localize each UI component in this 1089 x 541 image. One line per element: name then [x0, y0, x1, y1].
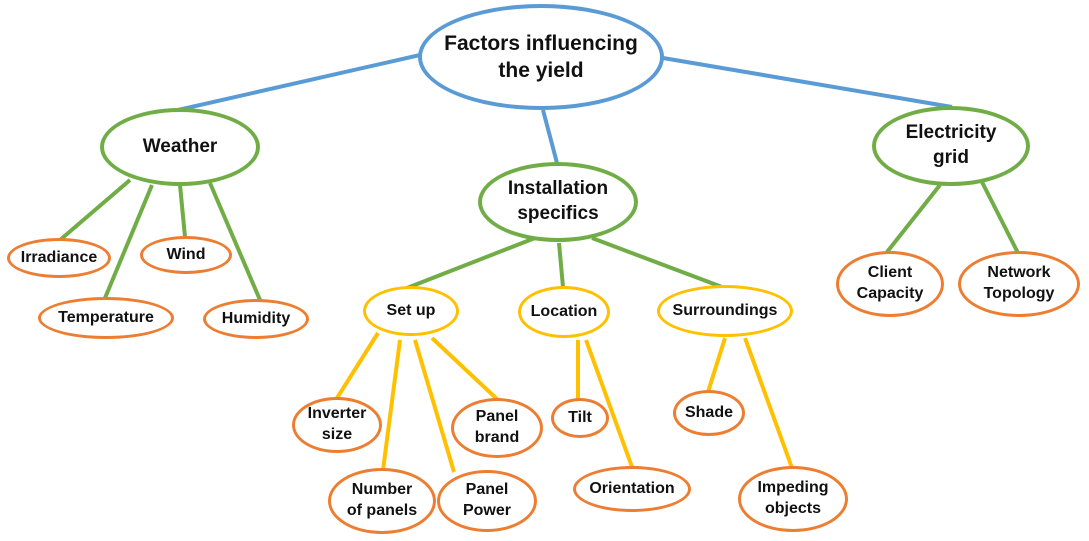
orientation-label: Orientation — [589, 479, 675, 497]
impeding-objects-node: Impeding objects — [738, 466, 848, 532]
edge-installation-surroundings — [591, 236, 723, 289]
edge-grid-network — [980, 181, 1020, 254]
edge-surroundings-shade — [706, 337, 727, 393]
location-label: Location — [530, 302, 598, 320]
edge-root-weather — [177, 53, 421, 112]
number-of-panels-node: Number of panels — [328, 468, 436, 534]
inverter-size-label: Inverter size — [307, 405, 367, 443]
humidity-node: Humidity — [203, 299, 309, 339]
edge-setup-brand — [430, 336, 500, 402]
edge-grid-client — [885, 183, 942, 254]
electricity-grid-node: Electricity grid — [872, 106, 1030, 186]
surroundings-node: Surroundings — [657, 285, 793, 337]
root-label: Factors influencing the yield — [444, 31, 638, 82]
wind-node: Wind — [140, 236, 232, 274]
network-topology-label: Network Topology — [983, 264, 1055, 302]
edge-weather-irradiance — [58, 178, 132, 242]
installation-label: Installation specifics — [507, 178, 609, 224]
impeding-objects-label: Impeding objects — [757, 479, 829, 517]
client-capacity-label: Client Capacity — [856, 264, 924, 302]
edge-surroundings-impeding — [743, 337, 794, 469]
temperature-label: Temperature — [58, 308, 154, 326]
edge-setup-power — [413, 339, 456, 473]
number-of-panels-label: Number of panels — [346, 481, 418, 519]
weather-label: Weather — [142, 135, 218, 157]
root-node: Factors influencing the yield — [418, 4, 664, 110]
edge-root-grid — [662, 56, 953, 109]
location-node: Location — [518, 286, 610, 338]
surroundings-label: Surroundings — [672, 301, 778, 319]
client-capacity-node: Client Capacity — [836, 251, 944, 317]
edge-installation-setup — [406, 236, 536, 290]
edge-location-orientation — [584, 339, 634, 468]
edge-weather-humidity — [208, 182, 262, 301]
edge-weather-temperature — [103, 184, 154, 299]
shade-label: Shade — [684, 403, 733, 421]
inverter-size-node: Inverter size — [292, 397, 382, 453]
irradiance-node: Irradiance — [7, 238, 111, 278]
shade-node: Shade — [673, 390, 745, 436]
edge-root-installation — [541, 109, 559, 164]
edge-installation-location — [557, 242, 565, 288]
wind-label: Wind — [166, 245, 206, 263]
edge-weather-wind — [178, 184, 187, 238]
tilt-label: Tilt — [568, 408, 592, 426]
panel-brand-node: Panel brand — [451, 398, 543, 458]
edge-setup-inverter — [335, 331, 380, 400]
temperature-node: Temperature — [38, 297, 174, 339]
network-topology-node: Network Topology — [958, 251, 1080, 317]
irradiance-label: Irradiance — [20, 248, 98, 266]
setup-node: Set up — [363, 286, 459, 336]
setup-label: Set up — [386, 301, 436, 319]
edge-setup-number — [381, 339, 402, 471]
tilt-node: Tilt — [551, 398, 609, 438]
electricity-grid-label: Electricity grid — [905, 122, 997, 168]
humidity-label: Humidity — [221, 309, 291, 327]
orientation-node: Orientation — [573, 466, 691, 512]
panel-power-node: Panel Power — [437, 470, 537, 532]
panel-power-label: Panel Power — [462, 481, 511, 519]
installation-node: Installation specifics — [478, 162, 638, 242]
panel-brand-label: Panel brand — [474, 408, 520, 446]
weather-node: Weather — [100, 108, 260, 186]
